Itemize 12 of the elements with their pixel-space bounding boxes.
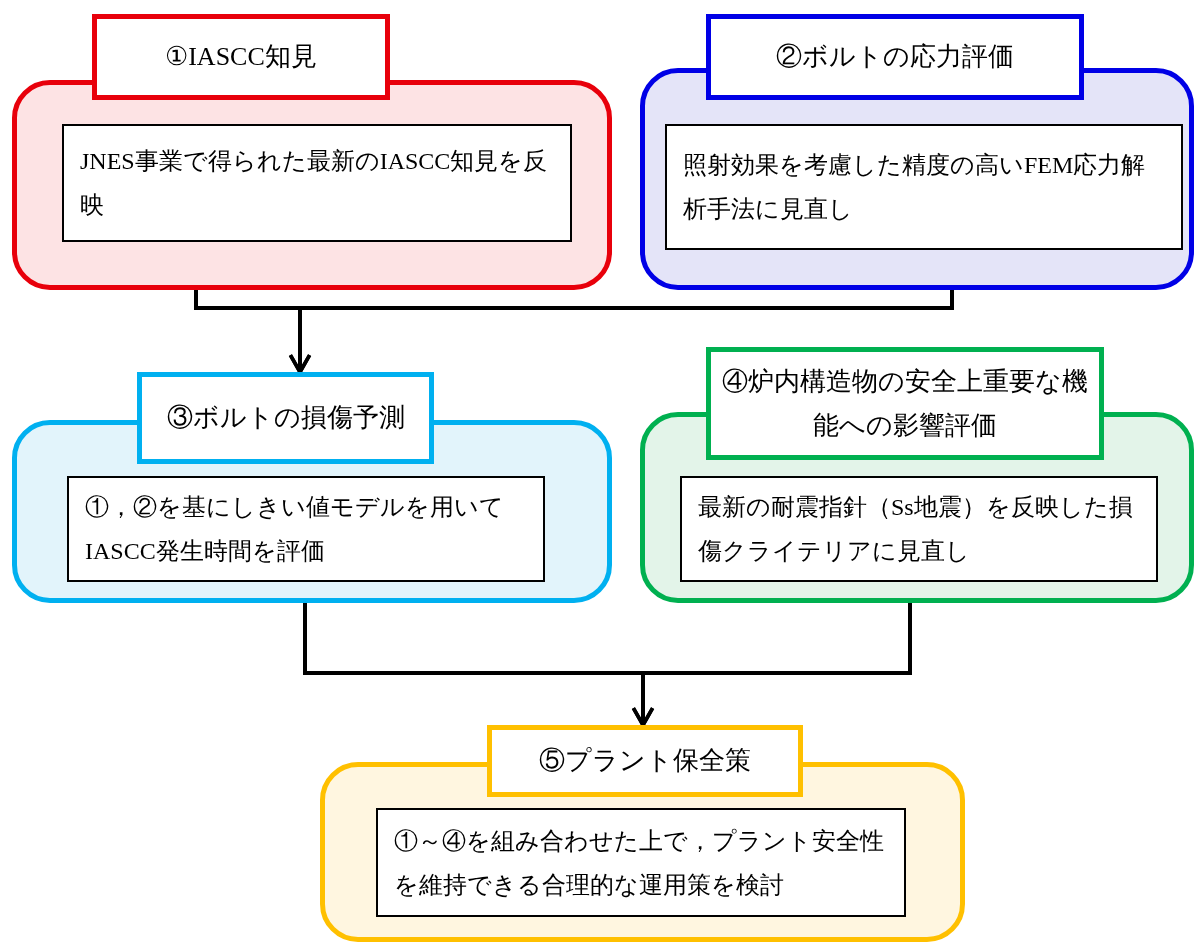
title-box: ①IASCC知見 <box>92 14 390 100</box>
arrow <box>631 603 912 727</box>
title-box: ②ボルトの応力評価 <box>706 14 1084 100</box>
title-box: ③ボルトの損傷予測 <box>137 372 434 464</box>
arrow <box>288 290 954 374</box>
text-box: ①，②を基にしきい値モデルを用いてIASCC発生時間を評価 <box>67 476 545 582</box>
text-box: 照射効果を考慮した精度の高いFEM応力解析手法に見直し <box>665 124 1183 250</box>
text-box: ①～④を組み合わせた上で，プラント安全性を維持できる合理的な運用策を検討 <box>376 808 906 917</box>
text-box: JNES事業で得られた最新のIASCC知見を反映 <box>62 124 572 242</box>
title-box: ⑤プラント保全策 <box>487 725 803 797</box>
text-box: 最新の耐震指針（Ss地震）を反映した損傷クライテリアに見直し <box>680 476 1158 582</box>
title-box: ④炉内構造物の安全上重要な機能への影響評価 <box>706 347 1104 460</box>
